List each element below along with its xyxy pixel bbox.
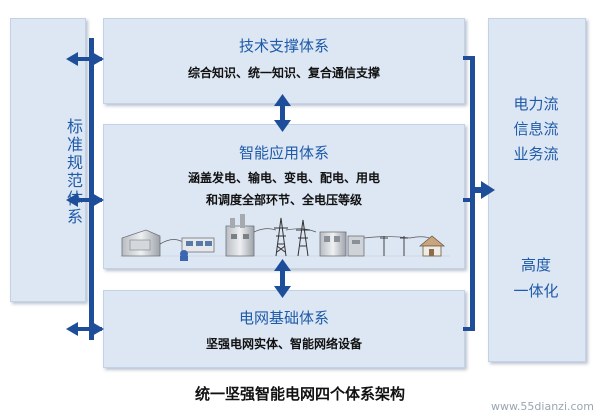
tech-support-box: 技术支撑体系 综合知识、统一知识、复合通信支撑 bbox=[103, 18, 465, 104]
distribution-poles-icon bbox=[380, 236, 408, 256]
flow-line-3: 业务流 bbox=[513, 145, 559, 163]
tech-support-subtitle: 综合知识、统一知识、复合通信支撑 bbox=[187, 66, 380, 80]
right-panel-top-text: 电力流 信息流 业务流 bbox=[488, 92, 584, 167]
transmission-tower-icon-2 bbox=[296, 219, 310, 257]
double-arrow-left-bottom bbox=[66, 322, 104, 336]
integration-line-1: 高度 bbox=[520, 256, 551, 274]
power-plant-icon bbox=[121, 229, 161, 257]
flow-line-1: 电力流 bbox=[513, 95, 559, 113]
double-arrow-app-grid bbox=[274, 259, 291, 298]
grid-infrastructure-title: 电网基础体系 bbox=[238, 309, 329, 327]
left-panel-standards bbox=[10, 18, 86, 302]
left-bus-line bbox=[89, 38, 94, 340]
integration-line-2: 一体化 bbox=[513, 282, 559, 300]
watermark: www.55dianzi.com bbox=[490, 400, 594, 413]
double-arrow-tech-app bbox=[274, 94, 291, 132]
generation-plant-icon bbox=[225, 214, 255, 257]
transmission-tower-icon-1 bbox=[274, 217, 288, 257]
smart-application-subtitle-1: 涵盖发电、输电、变电、配电、用电 bbox=[187, 171, 380, 185]
double-arrow-left-top bbox=[66, 52, 104, 66]
diagram-caption: 统一坚强智能电网四个体系架构 bbox=[194, 385, 405, 403]
substation-icon bbox=[319, 231, 365, 257]
right-panel-bottom-text: 高度 一体化 bbox=[488, 252, 584, 304]
flow-line-2: 信息流 bbox=[513, 120, 559, 138]
right-connector-top bbox=[463, 56, 475, 60]
grid-infrastructure-subtitle: 坚强电网实体、智能网络设备 bbox=[205, 337, 362, 351]
control-room-icon bbox=[180, 237, 215, 261]
smart-application-subtitle-2: 和调度全部环节、全电压等级 bbox=[205, 193, 362, 207]
right-connector-bottom bbox=[463, 327, 475, 331]
right-connector-middle bbox=[463, 198, 475, 202]
tech-support-title: 技术支撑体系 bbox=[238, 37, 329, 55]
house-icon bbox=[418, 235, 446, 257]
power-chain-illustration bbox=[120, 214, 450, 261]
smart-application-title: 智能应用体系 bbox=[238, 144, 329, 162]
arrow-to-right-panel bbox=[475, 181, 495, 199]
right-bus-line bbox=[470, 58, 475, 330]
double-arrow-left-middle bbox=[66, 193, 104, 207]
